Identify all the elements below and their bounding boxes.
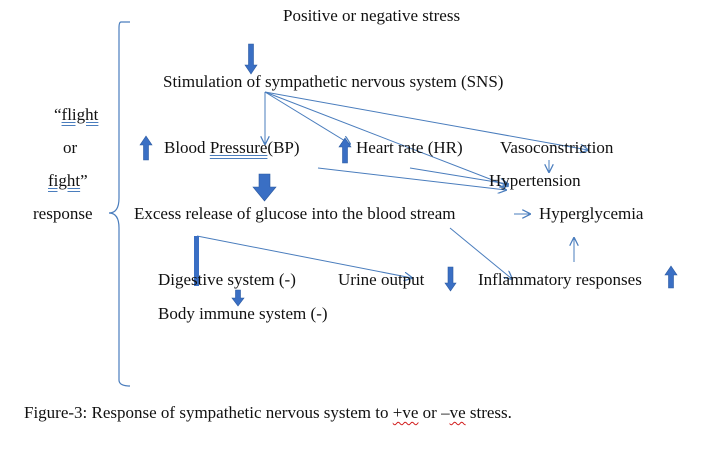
down-arrow-stress-to-sns — [244, 43, 258, 75]
inflammatory-node: Inflammatory responses — [478, 270, 642, 289]
side-label-line3: fight” — [48, 171, 88, 191]
down-arrow-urine-icon — [444, 266, 457, 292]
glucose-node: Excess release of glucose into the blood… — [134, 204, 456, 223]
flight-word: flight — [61, 105, 99, 124]
hyperglycemia-node: Hyperglycemia — [539, 204, 644, 223]
caption-ve-positive: +ve — [392, 403, 419, 422]
figure-caption: Figure-3: Response of sympathetic nervou… — [24, 403, 512, 423]
arrow-glucose-to-inflammatory — [449, 227, 512, 279]
stem-glucose-to-digestive — [194, 236, 199, 286]
arrow-sns-to-hr — [264, 91, 350, 144]
fight-word: fight — [48, 171, 81, 190]
sns-node: Stimulation of sympathetic nervous syste… — [163, 72, 504, 91]
bp-underlined: Pressure — [209, 138, 268, 157]
open-quote: “ — [54, 105, 62, 124]
up-arrow-hr-icon — [338, 137, 352, 164]
bp-suffix: (BP) — [267, 138, 300, 157]
digestive-node: Digestive system (-) — [158, 270, 296, 289]
arrow-sns-to-hypertension — [264, 91, 508, 186]
caption-main: Figure-3: Response of sympathetic nervou… — [24, 403, 393, 422]
arrow-hr-to-hypertension — [409, 167, 508, 184]
heart-rate-node: Heart rate (HR) — [356, 138, 463, 157]
side-label-line1: “flight — [54, 105, 98, 125]
down-arrow-bp-to-glucose — [252, 173, 277, 202]
side-label-line4: response — [33, 204, 93, 223]
arrow-glucose-to-urine — [196, 235, 412, 278]
caption-ve-negative: ve — [449, 403, 466, 422]
stress-title: Positive or negative stress — [283, 6, 461, 25]
arrow-sns-to-vasoconstriction — [264, 91, 588, 150]
response-brace — [108, 21, 131, 387]
immune-node: Body immune system (-) — [158, 304, 328, 323]
urine-node: Urine output — [338, 270, 425, 289]
hypertension-node: Hypertension — [489, 171, 581, 190]
arrow-bp-to-hypertension — [317, 167, 506, 190]
blood-pressure-node: Blood Pressure(BP) — [164, 138, 300, 158]
caption-end: stress. — [465, 403, 512, 422]
up-arrow-inflammatory-icon — [664, 265, 678, 289]
side-label-line2: or — [63, 138, 78, 157]
down-arrow-digestive-to-immune — [231, 289, 245, 307]
vasoconstriction-node: Vasoconstriction — [500, 138, 614, 157]
caption-or: or – — [418, 403, 450, 422]
up-arrow-bp-icon — [139, 135, 153, 161]
bp-prefix: Blood — [164, 138, 210, 157]
close-quote: ” — [80, 171, 88, 190]
